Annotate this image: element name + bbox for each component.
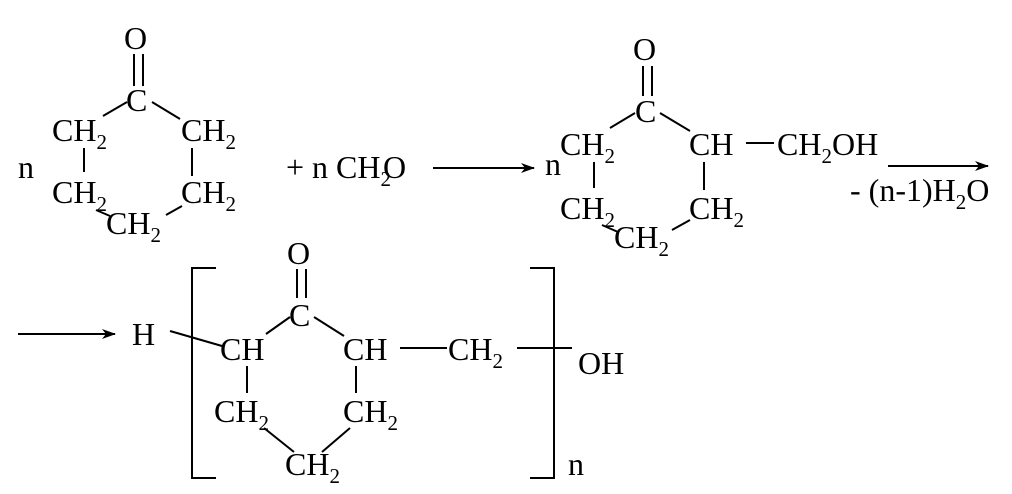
intermediate-alpha-ch: CH [689,126,733,162]
reactant-oxygen: O [124,20,147,56]
reactant-ring-group-2: CH2 [181,112,236,154]
polymer-oxygen: O [287,235,310,271]
polymer-product: H O C CH CH CH2 CH2 CH2 CH2 OH n [132,235,624,488]
intermediate-ring-group-3: CH2 [689,190,744,232]
intermediate-ring-group-1: CH2 [560,126,615,168]
polymer-ring-group-2: CH2 [343,393,398,435]
reactant-bond-c-right [151,101,181,120]
intermediate-bond-bottom-left [601,224,619,233]
formaldehyde-term: + n CH2O [286,149,406,191]
polymer-end-oh: OH [578,345,624,381]
intermediate-carbonyl-carbon: C [635,93,656,129]
intermediate-coefficient: n [545,146,561,182]
reactant-ring-group-1: CH2 [52,112,107,154]
intermediate-hydroxymethyl-ketone: O C n CH2 CH CH2OH CH2 CH2 CH2 [545,31,878,261]
reactant-cyclohexanone: n O C CH2 CH2 CH2 CH2 CH2 [18,20,236,247]
reactant-coefficient: n [18,149,34,185]
polymer-bridge-ch2: CH2 [448,331,503,373]
intermediate-bond-c-left [609,112,636,129]
polymer-left-bracket [191,267,216,479]
polymer-bond-c-right [313,316,345,337]
water-elimination: - (n-1)H2O [850,172,989,214]
polymer-bond-bottom-right [321,427,351,453]
intermediate-ring-group-4: CH2 [614,219,669,261]
reactant-ring-group-5: CH2 [106,205,161,247]
polymer-right-bracket [530,267,555,479]
reactant-bond-c-left [102,101,128,117]
reactant-carbonyl-carbon: C [126,82,147,118]
polymer-ring-group-1: CH2 [214,393,269,435]
intermediate-oxygen: O [633,31,656,67]
polymer-carbonyl-carbon: C [289,297,310,333]
intermediate-ring-group-2: CH2 [560,190,615,232]
intermediate-bond-c-right [659,112,691,132]
reactant-ring-group-4: CH2 [181,174,236,216]
polymer-bond-h-to-ch [169,330,223,347]
reactant-bond-bottom-right [165,205,183,216]
polymer-repeat-n: n [568,446,584,482]
polymer-bond-c-left [265,316,291,335]
reactant-ring-group-3: CH2 [52,174,107,216]
polymer-bond-bottom-left [263,427,295,453]
polymer-left-ch: CH [220,331,264,367]
intermediate-hydroxymethyl: CH2OH [777,126,878,168]
intermediate-bond-bottom-right [671,219,691,231]
polymer-right-ch: CH [343,331,387,367]
polymer-end-h: H [132,316,155,352]
reactant-bond-bottom-left [95,209,111,217]
